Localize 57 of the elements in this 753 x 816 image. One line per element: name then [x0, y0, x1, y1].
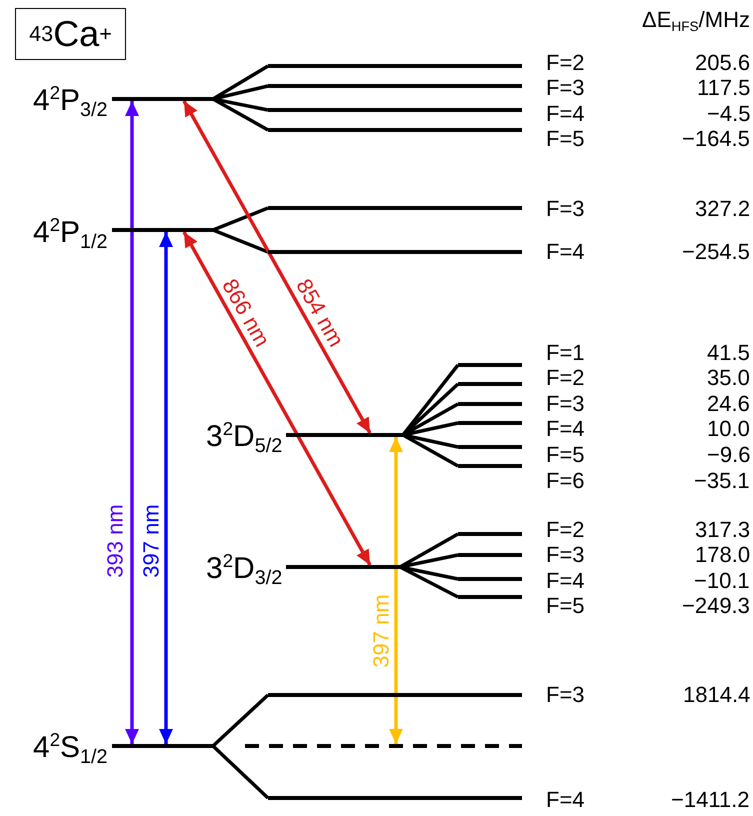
- level-label: 3$^{2}$D$_{5/2}$: [206, 422, 282, 452]
- hyperfine-shift-value: 1814.4: [683, 684, 750, 706]
- hyperfine-shift-value: −10.1: [694, 570, 750, 592]
- level-label: 3$^{2}$D$_{3/2}$: [206, 554, 282, 584]
- transition-arrow: [182, 100, 372, 434]
- quantum-number-label: F=4: [546, 241, 585, 263]
- quantum-number-label: F=2: [546, 367, 585, 389]
- species-label-box: $^{43}$Ca$^{+}$: [15, 8, 126, 60]
- quantum-number-label: F=6: [546, 470, 585, 492]
- quantum-number-label: F=1: [546, 342, 585, 364]
- quantum-number-label: F=3: [546, 77, 585, 99]
- hyperfine-shift-value: 10.0: [707, 418, 750, 440]
- quantum-number-label: F=3: [546, 393, 585, 415]
- quantum-number-label: F=3: [546, 198, 585, 220]
- hyperfine-shift-value: −164.5: [682, 128, 750, 150]
- level-label: 4$^{2}$S$_{1/2}$: [33, 733, 108, 763]
- transition-arrow: [159, 232, 173, 744]
- quantum-number-label: F=2: [546, 52, 585, 74]
- level-label: 4$^{2}$P$_{1/2}$: [33, 218, 108, 248]
- hyperfine-shift-value: 317.3: [695, 519, 750, 541]
- splitting-line: [212, 206, 269, 232]
- transition-arrow: [389, 437, 403, 744]
- transition-arrow: [125, 101, 139, 744]
- hyperfine-shift-value: 24.6: [707, 393, 750, 415]
- quantum-number-label: F=4: [546, 789, 585, 811]
- splitting-line: [212, 694, 270, 748]
- splitting-line: [212, 744, 270, 800]
- hyperfine-shift-value: −1411.2: [671, 789, 750, 811]
- wavelength-label: 854 nm: [292, 276, 347, 350]
- hyperfine-shift-value: −35.1: [694, 470, 750, 492]
- quantum-number-label: F=5: [546, 128, 585, 150]
- hyperfine-shift-value: 35.0: [707, 367, 750, 389]
- hyperfine-shift-value: −254.5: [682, 241, 750, 263]
- quantum-number-label: F=5: [546, 444, 585, 466]
- hyperfine-shift-value: 117.5: [697, 77, 750, 99]
- quantum-number-label: F=4: [546, 103, 585, 125]
- quantum-number-label: F=3: [546, 684, 585, 706]
- column-header: ΔE$_{HFS}$/MHz: [642, 9, 750, 31]
- quantum-number-label: F=4: [546, 418, 585, 440]
- quantum-number-label: F=2: [546, 519, 585, 541]
- hyperfine-shift-value: 327.2: [695, 198, 750, 220]
- wavelength-label: 397 nm: [370, 594, 392, 668]
- wavelength-label: 866 nm: [218, 276, 273, 350]
- quantum-number-label: F=5: [546, 595, 585, 617]
- quantum-number-label: F=3: [546, 544, 585, 566]
- hyperfine-shift-value: −249.3: [682, 595, 750, 617]
- hyperfine-shift-value: 41.5: [707, 342, 750, 364]
- quantum-number-label: F=4: [546, 570, 585, 592]
- splitting-line: [212, 228, 269, 254]
- hyperfine-shift-value: 205.6: [695, 52, 750, 74]
- level-label: 4$^{2}$P$_{3/2}$: [33, 86, 108, 116]
- wavelength-label: 397 nm: [140, 504, 162, 578]
- hyperfine-shift-value: −4.5: [707, 103, 750, 125]
- transition-arrow: [182, 231, 372, 566]
- hyperfine-shift-value: 178.0: [695, 544, 750, 566]
- hyperfine-shift-value: −9.6: [707, 444, 750, 466]
- wavelength-label: 393 nm: [104, 504, 126, 578]
